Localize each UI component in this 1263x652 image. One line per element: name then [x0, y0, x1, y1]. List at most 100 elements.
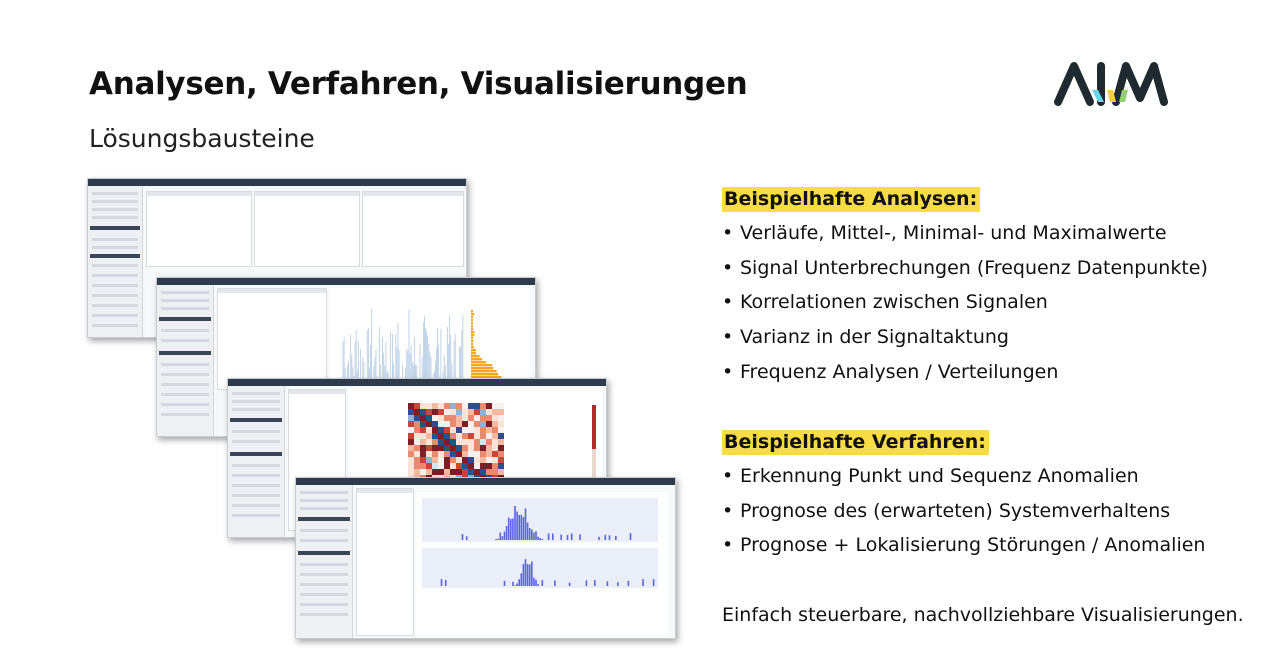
heatmap-cell — [450, 451, 456, 457]
heatmap-cell — [420, 439, 426, 445]
histogram-bar — [615, 536, 617, 540]
heatmap-cell — [432, 439, 438, 445]
histogram-bar — [629, 533, 632, 540]
histogram-bar — [533, 577, 535, 586]
heatmap-cell — [450, 415, 456, 421]
heatmap-cell — [420, 415, 426, 421]
heatmap-cell — [492, 445, 498, 451]
heatmap-cell — [468, 463, 474, 469]
heatmap-cell — [408, 463, 414, 469]
heatmap-cell — [432, 451, 438, 457]
heatmap-cell — [492, 415, 498, 421]
app-top-bar — [228, 379, 606, 386]
heatmap-cell — [492, 469, 498, 475]
histogram-bar — [518, 514, 520, 540]
heatmap-cell — [486, 433, 492, 439]
heatmap-cell — [444, 409, 450, 415]
heatmap-cell — [426, 457, 432, 463]
heatmap-cell — [414, 439, 420, 445]
app-top-bar — [157, 278, 535, 285]
histogram-bar — [471, 325, 473, 328]
histogram-bar — [520, 573, 523, 586]
heatmap-cell — [414, 463, 420, 469]
heatmap-cell — [420, 451, 426, 457]
heatmap-cell — [414, 445, 420, 451]
heatmap-cell — [480, 463, 486, 469]
heatmap-cell — [450, 421, 456, 427]
histogram-bar — [585, 580, 588, 586]
heatmap-cell — [426, 451, 432, 457]
heatmap-cell — [420, 421, 426, 427]
heatmap-cell — [444, 415, 450, 421]
histogram-bar — [531, 561, 533, 586]
heatmap-cell — [426, 445, 432, 451]
histogram-bar — [471, 370, 497, 373]
heatmap-cell — [426, 403, 432, 409]
heatmap-cell — [456, 409, 462, 415]
footer-text: Einfach steuerbare, nachvollziehbare Vis… — [722, 604, 1244, 626]
histogram-bar — [471, 361, 487, 364]
heatmap-cell — [468, 433, 474, 439]
heatmap-cell — [492, 451, 498, 457]
heatmap-cell — [432, 463, 438, 469]
aim-logo — [1054, 62, 1168, 106]
histogram-bar — [528, 528, 531, 540]
heatmap-cell — [420, 427, 426, 433]
heatmap-cell — [480, 457, 486, 463]
heatmap-cell — [486, 463, 492, 469]
heatmap-cell — [468, 469, 474, 475]
heatmap-cell — [498, 415, 504, 421]
heatmap-cell — [426, 469, 432, 475]
histogram-bar — [471, 316, 473, 319]
heatmap-cell — [474, 409, 480, 415]
method-item: Erkennung Punkt und Sequenz Anomalien — [722, 459, 1205, 494]
histogram-bar — [444, 579, 447, 586]
heatmap-cell — [438, 427, 444, 433]
histogram-bar — [627, 580, 630, 586]
heatmap-cell — [486, 445, 492, 451]
heatmap-cell — [468, 445, 474, 451]
heatmap-cell — [414, 469, 420, 475]
heatmap-cell — [486, 457, 492, 463]
heatmap-cell — [420, 463, 426, 469]
app-sidebar — [228, 386, 285, 537]
heatmap-cell — [414, 427, 420, 433]
heatmap-cell — [456, 427, 462, 433]
heatmap-cell — [450, 445, 456, 451]
heatmap-cell — [480, 469, 486, 475]
heatmap-cell — [468, 421, 474, 427]
histogram-bar — [503, 580, 506, 586]
heatmap-cell — [444, 433, 450, 439]
heatmap-cell — [468, 415, 474, 421]
heatmap-cell — [456, 451, 462, 457]
heatmap-cell — [498, 445, 504, 451]
methods-section: Beispielhafte Verfahren: Erkennung Punkt… — [722, 430, 1205, 563]
heatmap-cell — [432, 409, 438, 415]
heatmap-cell — [456, 457, 462, 463]
heatmap-cell — [444, 439, 450, 445]
heatmap-cell — [444, 469, 450, 475]
histogram-bar — [471, 337, 473, 340]
heatmap-cell — [414, 457, 420, 463]
heatmap-cell — [474, 403, 480, 409]
heatmap-cell — [474, 469, 480, 475]
screenshot-histograms — [295, 477, 676, 639]
heatmap-cell — [486, 427, 492, 433]
heatmap-cell — [462, 433, 468, 439]
heatmap-cell — [480, 403, 486, 409]
heatmap-cell — [450, 427, 456, 433]
heatmap-cell — [444, 445, 450, 451]
method-item: Prognose + Lokalisierung Störungen / Ano… — [722, 528, 1205, 563]
histogram-bar — [617, 582, 619, 586]
heatmap-cell — [438, 403, 444, 409]
heatmap-cell — [414, 415, 420, 421]
histogram-bar — [516, 583, 518, 586]
heatmap-cell — [486, 403, 492, 409]
histogram-bar — [566, 535, 569, 540]
histogram-bar — [522, 563, 525, 586]
histogram-bar — [526, 564, 529, 586]
histogram-bar — [471, 328, 474, 331]
heatmap-cell — [432, 469, 438, 475]
heatmap-cell — [480, 421, 486, 427]
heatmap-cell — [450, 457, 456, 463]
